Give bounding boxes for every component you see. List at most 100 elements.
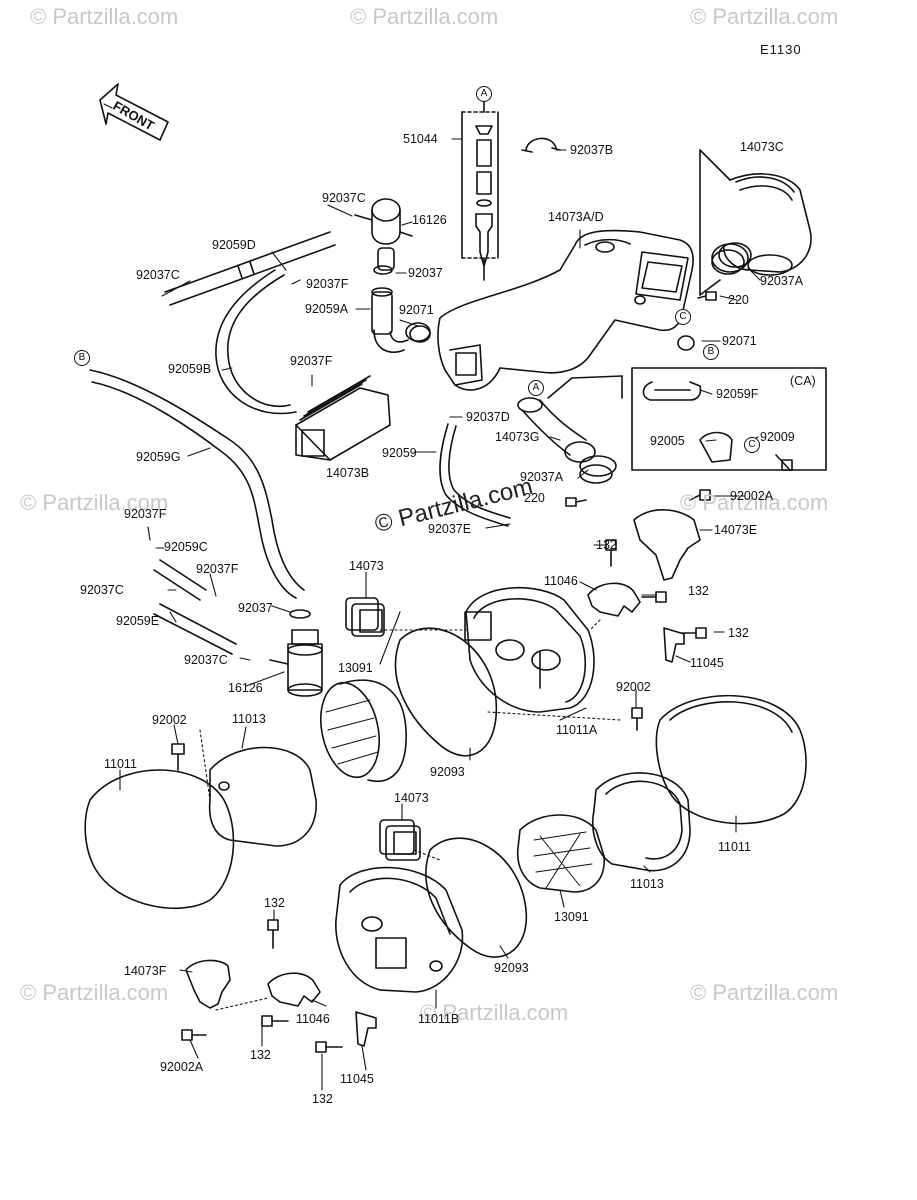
- part-label: 92037F: [196, 562, 239, 576]
- part-label: 11011A: [556, 723, 598, 737]
- part-label: 132: [264, 896, 285, 910]
- part-label: 13091: [338, 661, 373, 675]
- part-label: 11011: [718, 840, 751, 854]
- gasket-92093-upper: [394, 627, 498, 757]
- part-label: 14073: [349, 559, 384, 573]
- gasket-92093-lower: [425, 837, 528, 958]
- part-label: 92037C: [136, 268, 180, 282]
- part-label: 92037B: [570, 143, 614, 157]
- part-label: 92093: [494, 961, 529, 975]
- watermark: © Partzilla.com: [350, 4, 499, 29]
- part-label: 11046: [544, 574, 578, 588]
- filter-element-13091-upper: [320, 679, 407, 782]
- watermark: © Partzilla.com: [30, 4, 179, 29]
- part-label: 92059G: [136, 450, 181, 464]
- air-cleaner-cover-11011-right: [655, 694, 807, 825]
- part-label: 14073C: [740, 140, 784, 154]
- part-label: 132: [688, 584, 709, 598]
- filter-11013-right: [592, 772, 691, 872]
- part-label: 14073A/D: [548, 210, 604, 224]
- valve-16126-top: [354, 198, 413, 271]
- watermark: © Partzilla.com: [690, 980, 839, 1005]
- part-label: 92059F: [716, 387, 759, 401]
- part-label: 14073G: [495, 430, 540, 444]
- part-label: 92037C: [184, 653, 228, 667]
- part-label: 220: [728, 293, 749, 307]
- part-label: 11046: [296, 1012, 330, 1026]
- part-label: 92093: [430, 765, 465, 779]
- elbow-14073g: [517, 375, 623, 477]
- part-label: 92037F: [290, 354, 333, 368]
- part-label: 92002A: [730, 489, 774, 503]
- part-label: 92071: [722, 334, 757, 348]
- part-label: 92037C: [80, 583, 124, 597]
- part-label: 132: [250, 1048, 271, 1062]
- part-label: 92005: [650, 434, 685, 448]
- part-label: 92059: [382, 446, 417, 460]
- bracket-11046-lower: [267, 972, 321, 1007]
- hose-92059c: [153, 559, 207, 601]
- filter-box-14073b: [295, 375, 391, 461]
- part-label: 92071: [399, 303, 434, 317]
- intake-duct-14073ad: [437, 229, 694, 391]
- bracket-11046-upper: [587, 582, 641, 617]
- filter-11013-left: [208, 746, 317, 847]
- watermark: © Partzilla.com: [680, 490, 829, 515]
- ref-marker-b-left: B: [74, 350, 90, 366]
- bracket-11045-lower: [355, 1011, 377, 1047]
- filter-case-11011a: [464, 586, 595, 713]
- hose-92059: [439, 423, 509, 527]
- part-label: 92059C: [164, 540, 208, 554]
- hose-92059g: [89, 369, 305, 591]
- part-label: 92037F: [306, 277, 349, 291]
- air-cleaner-cover-11011-left: [84, 769, 235, 910]
- watermark: © Partzilla.com: [690, 4, 839, 29]
- part-label: 92037C: [322, 191, 366, 205]
- part-label: 132: [728, 626, 749, 640]
- part-label: 92002: [152, 713, 187, 727]
- ref-marker-b-right: B: [703, 344, 719, 360]
- part-label: 132: [596, 538, 617, 552]
- part-label: 16126: [412, 213, 447, 227]
- part-label: 11011B: [418, 1012, 460, 1026]
- part-label: 11013: [232, 712, 266, 726]
- ref-marker-c-duct: C: [675, 309, 691, 325]
- part-label: 92009: [760, 430, 795, 444]
- elbow-92059a: [371, 287, 431, 354]
- part-label: 11011: [104, 757, 137, 771]
- part-label: 13091: [554, 910, 589, 924]
- variant-label: (CA): [790, 374, 816, 388]
- part-label: 92037E: [428, 522, 472, 536]
- part-label: 14073F: [124, 964, 167, 978]
- front-arrow-icon: [99, 83, 169, 141]
- hose-92059d: [164, 231, 336, 306]
- fasteners: [171, 243, 793, 1053]
- watermark: © Partzilla.com: [20, 490, 169, 515]
- boot-14073-lower: [379, 819, 421, 861]
- hose-92059b: [227, 274, 291, 408]
- part-label: 92002A: [160, 1060, 204, 1074]
- clamp-92037b: [521, 137, 561, 153]
- part-label: 14073: [394, 791, 429, 805]
- part-label: 16126: [228, 681, 263, 695]
- watermark: © Partzilla.com: [420, 1000, 569, 1025]
- part-label: 92037A: [520, 470, 564, 484]
- watermark: © Partzilla.com: [20, 980, 169, 1005]
- part-label: 92059A: [305, 302, 349, 316]
- part-label: 14073B: [326, 466, 370, 480]
- valve-assembly-51044: [461, 99, 499, 281]
- ref-marker-c-ca: C: [744, 437, 760, 453]
- diagram-code: E1130: [760, 42, 802, 57]
- bracket-14073e: [633, 509, 701, 581]
- boot-14073-upper: [345, 597, 385, 637]
- ref-marker-a-top: A: [476, 86, 492, 102]
- filter-case-11011b: [335, 866, 464, 993]
- part-label: 14073E: [714, 523, 758, 537]
- part-label: 92002: [616, 680, 651, 694]
- part-label: 132: [312, 1092, 333, 1106]
- part-label: 220: [524, 491, 545, 505]
- ca-variant-box: [631, 367, 827, 471]
- part-label: 92059E: [116, 614, 160, 628]
- leader-lines: [119, 138, 761, 1091]
- part-label: 11013: [630, 877, 664, 891]
